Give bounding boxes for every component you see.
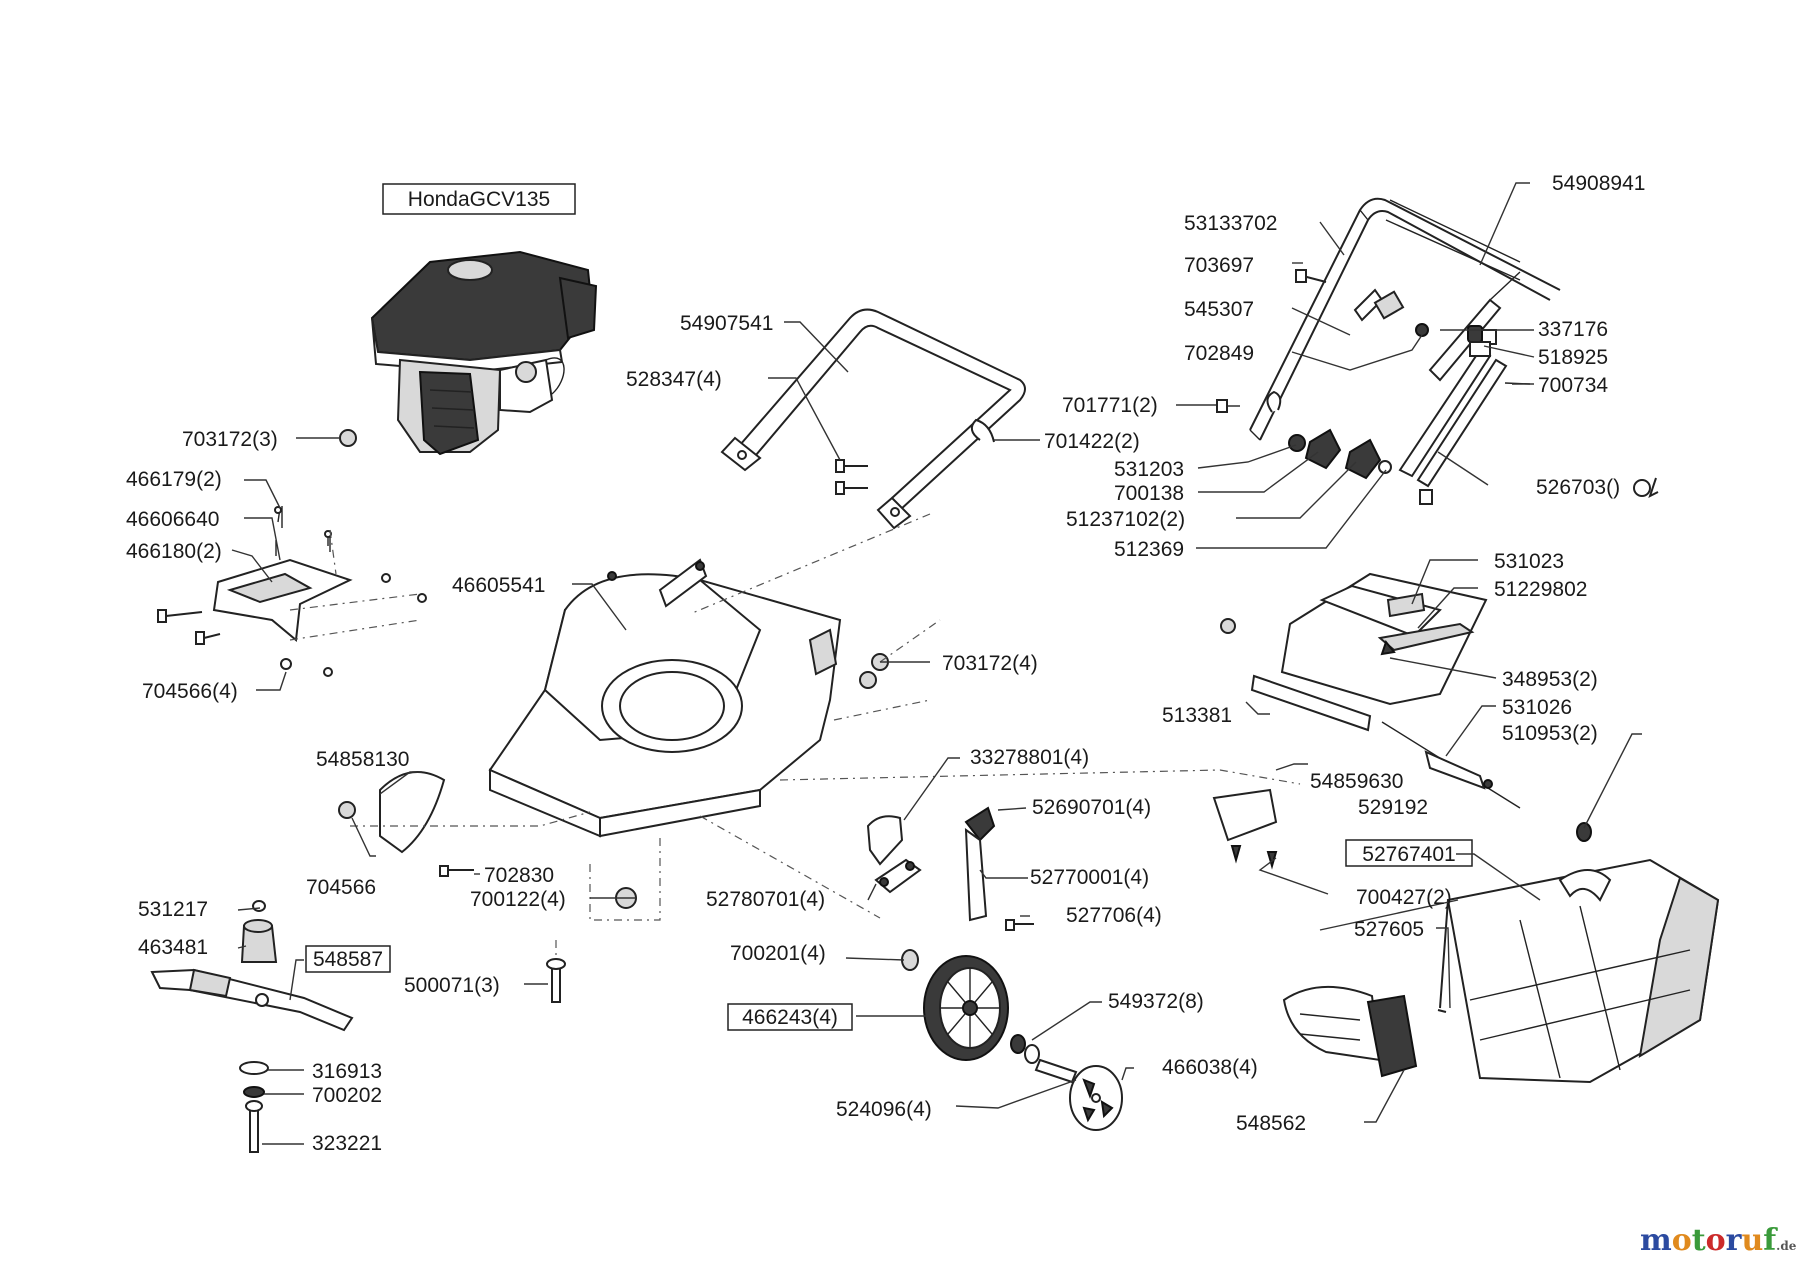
leader-lines <box>231 182 1642 1145</box>
label-500071: 500071(3) <box>404 974 500 997</box>
label-529192: 529192 <box>1358 796 1428 819</box>
catcher-label-box <box>1345 839 1473 867</box>
label-704566-4: 704566(4) <box>142 680 238 703</box>
label-527706: 527706(4) <box>1066 904 1162 927</box>
label-703697: 703697 <box>1184 254 1254 277</box>
mulch-plug-drawing <box>1282 986 1418 1078</box>
label-527605: 527605 <box>1354 918 1424 941</box>
label-53133702: 53133702 <box>1184 212 1277 235</box>
label-524096: 524096(4) <box>836 1098 932 1121</box>
label-323221: 323221 <box>312 1132 382 1155</box>
label-528347: 528347(4) <box>626 368 722 391</box>
deck-drawing <box>488 558 842 838</box>
label-703172-3: 703172(3) <box>182 428 278 451</box>
label-531217: 531217 <box>138 898 208 921</box>
lower-handle-drawing <box>720 308 1026 530</box>
catcher-rail-drawing <box>1250 674 1592 842</box>
label-548587: 548587 <box>313 948 383 971</box>
svg-text:motoruf.de: motoruf.de <box>1640 1223 1797 1258</box>
label-704566: 704566 <box>306 876 376 899</box>
label-700734: 700734 <box>1538 374 1608 397</box>
rear-flap-drawing <box>212 506 353 642</box>
label-466179: 466179(2) <box>126 468 222 491</box>
engine-drawing <box>370 250 598 456</box>
label-52767401: 52767401 <box>1362 843 1455 866</box>
label-531203: 531203 <box>1114 458 1184 481</box>
label-46606640: 46606640 <box>126 508 219 531</box>
rear-flap-hardware <box>157 506 427 677</box>
wm-o2: o <box>1706 1223 1726 1258</box>
upper-handle-drawing <box>1249 197 1561 441</box>
chute-guard-drawing <box>1212 788 1278 870</box>
label-700138: 700138 <box>1114 482 1184 505</box>
blade-drawing <box>150 968 354 1032</box>
label-548562: 548562 <box>1236 1112 1306 1135</box>
label-531026: 531026 <box>1502 696 1572 719</box>
blade-label-box <box>305 945 391 973</box>
label-54858130: 54858130 <box>316 748 409 771</box>
label-700427: 700427(2) <box>1356 886 1452 909</box>
wm-f: f <box>1763 1223 1778 1258</box>
upper-handle-hardware <box>1216 269 1429 480</box>
deck-nuts <box>339 429 889 689</box>
label-466038: 466038(4) <box>1162 1056 1258 1079</box>
label-513381: 513381 <box>1162 704 1232 727</box>
label-531023: 531023 <box>1494 550 1564 573</box>
blade-hub-drawing <box>239 900 566 1153</box>
wm-t: t <box>1692 1223 1706 1258</box>
label-700122: 700122(4) <box>470 888 566 911</box>
label-702830: 702830 <box>484 864 554 887</box>
label-466180: 466180(2) <box>126 540 222 563</box>
lower-right-tube-drawing <box>1398 325 1531 505</box>
label-52770001: 52770001(4) <box>1030 866 1149 889</box>
label-700202: 700202 <box>312 1084 382 1107</box>
label-316913: 316913 <box>312 1060 382 1083</box>
label-54859630: 54859630 <box>1310 770 1403 793</box>
wheel-label-box <box>727 1003 853 1031</box>
label-51229802: 51229802 <box>1494 578 1587 601</box>
label-703172-4: 703172(4) <box>942 652 1038 675</box>
wm-r: r <box>1726 1223 1743 1258</box>
motoruf-watermark: motoruf.de <box>1640 1223 1797 1258</box>
assembly-lines <box>289 513 1301 960</box>
wheel-drawing <box>901 949 1123 1131</box>
label-33278801: 33278801(4) <box>970 746 1089 769</box>
label-518925: 518925 <box>1538 346 1608 369</box>
label-526703: 526703() <box>1536 476 1620 499</box>
label-700201: 700201(4) <box>730 942 826 965</box>
label-701771: 701771(2) <box>1062 394 1158 417</box>
label-54907541: 54907541 <box>680 312 773 335</box>
label-52690701: 52690701(4) <box>1032 796 1151 819</box>
label-348953: 348953(2) <box>1502 668 1598 691</box>
label-549372: 549372(8) <box>1108 990 1204 1013</box>
label-512369: 512369 <box>1114 538 1184 561</box>
label-545307: 545307 <box>1184 298 1254 321</box>
wm-m: m <box>1640 1223 1672 1258</box>
safety-glasses-icon <box>1633 477 1659 498</box>
label-702849: 702849 <box>1184 342 1254 365</box>
label-466243: 466243(4) <box>742 1006 838 1029</box>
engine-label-box <box>382 183 576 215</box>
label-337176: 337176 <box>1538 318 1608 341</box>
part-number-labels: 54908941 53133702 703697 545307 702849 3… <box>126 172 1645 1155</box>
wm-u: u <box>1741 1223 1763 1258</box>
label-51237102: 51237102(2) <box>1066 508 1185 531</box>
label-701422: 701422(2) <box>1044 430 1140 453</box>
wm-o1: o <box>1672 1223 1692 1258</box>
label-463481: 463481 <box>138 936 208 959</box>
engine-label: HondaGCV135 <box>408 188 550 211</box>
catcher-top-drawing <box>1220 572 1488 706</box>
wm-de: .de <box>1776 1239 1797 1253</box>
lower-handle-bolts <box>835 418 995 495</box>
catcher-bag-drawing <box>1437 858 1720 1084</box>
label-54908941: 54908941 <box>1552 172 1645 195</box>
label-52780701: 52780701(4) <box>706 888 825 911</box>
label-510953: 510953(2) <box>1502 722 1598 745</box>
height-adjuster-drawing <box>866 806 1034 931</box>
label-46605541: 46605541 <box>452 574 545 597</box>
